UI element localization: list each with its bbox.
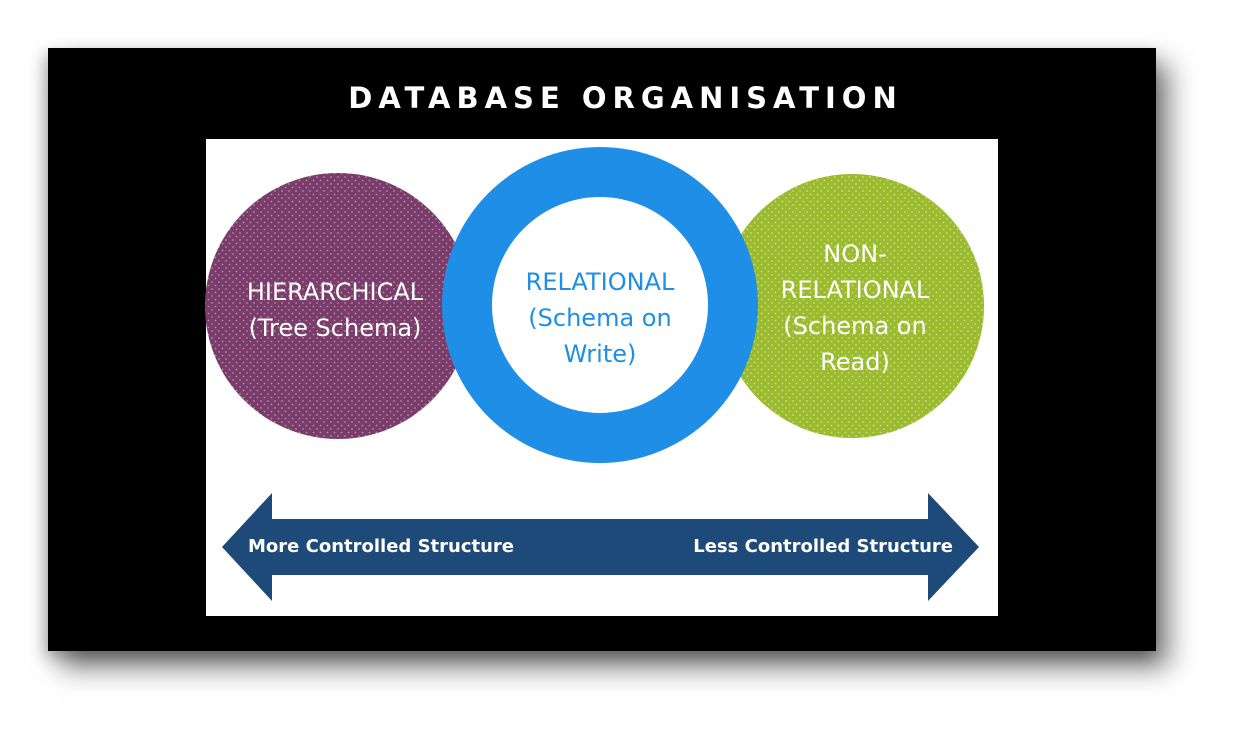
structure-arrow <box>222 493 979 601</box>
hierarchical-circle <box>205 173 471 439</box>
non-relational-subtitle-line2: Read) <box>820 348 890 376</box>
non-relational-subtitle-line1: (Schema on <box>783 312 927 340</box>
arrow-left-label: More Controlled Structure <box>248 536 515 557</box>
hierarchical-title: HIERARCHICAL <box>246 278 424 306</box>
relational-title: RELATIONAL <box>525 268 675 296</box>
non-relational-title-line1: NON- <box>823 240 887 268</box>
non-relational-circle <box>720 174 984 438</box>
slide-title: DATABASE ORGANISATION <box>348 81 903 115</box>
arrow-right-label: Less Controlled Structure <box>693 536 953 557</box>
relational-label: RELATIONAL (Schema on Write) <box>480 264 720 372</box>
hierarchical-subtitle: (Tree Schema) <box>248 314 422 342</box>
relational-subtitle-line2: Write) <box>563 340 637 368</box>
non-relational-title-line2: RELATIONAL <box>780 276 930 304</box>
relational-inner <box>492 197 708 413</box>
relational-subtitle-line1: (Schema on <box>528 304 672 332</box>
hierarchical-label: HIERARCHICAL (Tree Schema) <box>215 274 455 346</box>
non-relational-label: NON- RELATIONAL (Schema on Read) <box>735 236 975 380</box>
